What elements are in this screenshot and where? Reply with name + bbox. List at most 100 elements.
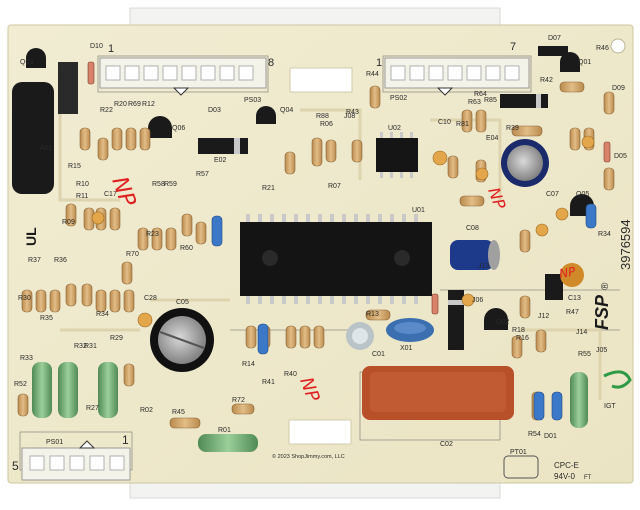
silk-ref-label: C02	[440, 441, 453, 448]
silk-ref-label: J05	[596, 347, 607, 354]
silk-ref-label: Q06	[172, 125, 185, 132]
silk-ref-label: R31	[84, 343, 97, 350]
silk-ref-label: R29	[110, 335, 123, 342]
silk-ref-label: R63	[468, 99, 481, 106]
rating-suffix: FT	[584, 475, 592, 481]
silk-ref-label: R37	[28, 257, 41, 264]
silk-ref-label: R64	[474, 91, 487, 98]
silk-ref-label: R34	[598, 231, 611, 238]
silk-ref-label: R59	[164, 181, 177, 188]
handwritten-mark-4: NP	[558, 264, 577, 281]
silk-ref-label: R02	[140, 407, 153, 414]
ps03-pin-right: 8	[268, 57, 274, 69]
silk-ref-label: E02	[214, 157, 227, 164]
silk-ref-label: C28	[144, 295, 157, 302]
silk-ref-label: R54	[528, 431, 541, 438]
ps02-pin-right: 1	[376, 57, 382, 69]
capacitor-c05	[150, 308, 214, 372]
silk-ref-label: R43	[346, 109, 359, 116]
silk-ref-label: D03	[208, 107, 221, 114]
silk-ref-label: R36	[54, 257, 67, 264]
silk-ref-label: D10	[90, 43, 103, 50]
silk-ref-label: C13	[568, 295, 581, 302]
silk-ref-label: A01	[40, 145, 53, 152]
pt01-ref: PT01	[510, 449, 527, 456]
silk-ref-label: C05	[176, 299, 189, 306]
capacitor-c01	[346, 322, 374, 350]
silk-ref-label: R22	[100, 107, 113, 114]
silk-ref-label: R14	[242, 361, 255, 368]
silk-ref-label: R60	[180, 245, 193, 252]
silk-ref-label: Q02	[496, 319, 509, 326]
u01-label: U01	[412, 207, 425, 214]
silk-ref-label: Q01	[578, 59, 591, 66]
ul-mark: UL	[23, 227, 39, 246]
silk-ref-label: IGT	[604, 403, 616, 410]
ps02-ref: PS02	[390, 95, 407, 102]
transistor-q04	[256, 106, 276, 124]
silk-ref-label: R32	[74, 343, 87, 350]
silk-ref-label: R09	[62, 219, 75, 226]
silk-ref-label: R30	[18, 295, 31, 302]
transistor-q01	[560, 52, 580, 72]
transistor-q03	[25, 47, 46, 68]
silk-ref-label: D05	[614, 153, 627, 160]
silk-ref-label: R11	[76, 193, 88, 200]
silk-ref-label: J12	[538, 313, 549, 320]
silk-ref-label: R44	[366, 71, 379, 78]
connector-ps02	[384, 57, 530, 96]
silk-ref-label: R18	[512, 327, 525, 334]
silk-ref-label: R41	[262, 379, 275, 386]
silk-ref-label: J13	[478, 263, 489, 270]
silk-ref-label: C08	[466, 225, 479, 232]
silk-ref-label: R35	[40, 315, 53, 322]
silk-ref-label: J14	[576, 329, 587, 336]
ps01-pin-left: 5	[12, 459, 19, 473]
silk-ref-label: R33	[20, 355, 33, 362]
ps02-pin-left: 7	[510, 41, 516, 53]
silk-ref-label: D07	[548, 35, 561, 42]
silk-ref-label: R45	[172, 409, 185, 416]
silk-ref-label: J08	[344, 113, 355, 120]
silk-ref-label: R10	[76, 181, 89, 188]
silk-ref-label: X01	[400, 345, 413, 352]
ps03-ref: PS03	[244, 97, 261, 104]
silk-ref-label: Q05	[576, 191, 589, 198]
chip-u02	[376, 132, 418, 178]
silk-ref-label: R69	[128, 101, 141, 108]
diode-d07	[538, 46, 568, 56]
resistor-r32	[58, 362, 78, 418]
transistor-q06	[148, 116, 172, 138]
silk-ref-label: R39	[506, 125, 519, 132]
silk-ref-label: R01	[218, 427, 231, 434]
silk-ref-label: R47	[566, 309, 579, 316]
silk-ref-label: R88	[316, 113, 329, 120]
silk-ref-label: J06	[472, 297, 483, 304]
chip-u01	[240, 214, 432, 304]
fsp-mark: FSP	[592, 294, 612, 330]
silk-ref-label: R15	[68, 163, 81, 170]
silk-ref-label: R52	[14, 381, 27, 388]
silk-ref-label: C07	[546, 191, 559, 198]
silk-ref-label: E04	[486, 135, 499, 142]
ps01-ref: PS01	[46, 439, 63, 446]
silk-ref-label: R81	[456, 121, 469, 128]
silk-ref-label: R70	[126, 251, 139, 258]
inductor-a01	[12, 82, 54, 194]
connector-ps03	[99, 57, 267, 96]
diode-e02	[198, 138, 248, 154]
silk-ref-label: Q03	[20, 59, 33, 66]
silk-ref-label: R16	[516, 335, 529, 342]
silk-ref-label: R55	[578, 351, 591, 358]
silk-ref-label: R42	[540, 77, 553, 84]
part-number: 3976594	[618, 219, 633, 270]
silk-ref-label: R12	[142, 101, 155, 108]
silk-ref-label: R07	[328, 183, 341, 190]
capacitor-e04	[501, 139, 549, 187]
resistor-r01	[198, 434, 258, 452]
connector-ps01	[21, 440, 131, 481]
capacitor-blue	[450, 240, 500, 270]
rating-mark: 94V-0	[554, 472, 575, 481]
silk-ref-label: R21	[262, 185, 275, 192]
